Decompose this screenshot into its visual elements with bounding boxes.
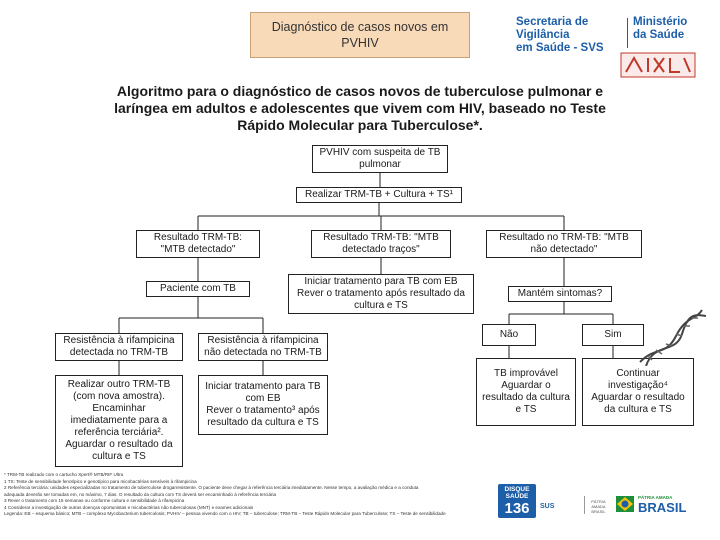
ministerio-logo-text: Ministério da Saúde	[633, 16, 713, 42]
document-title-line1: Diagnóstico de casos novos em	[271, 20, 449, 34]
svs-ministerio-logo: Secretaria de Vigilância em Saúde - SVS …	[516, 16, 706, 54]
dna-helix-icon	[639, 309, 706, 366]
disque-saude-number: 136	[504, 500, 530, 517]
node-perform-trm: Realizar TRM-TB + Cultura + TS¹	[296, 187, 462, 203]
node-rifampicin-resistance-not-detected: Resistência à rifampicina não detectada …	[198, 333, 328, 361]
node-start-treatment-eb-review: Iniciar tratamento para TB com EB Rever …	[198, 375, 328, 435]
node-tb-improbable: TB improvável Aguardar o resultado da cu…	[476, 358, 576, 426]
footnote: adequada deverão ser tomadas em, no máxi…	[4, 491, 277, 497]
patria-amada-seal: PÁTRIA AMADA BRASIL	[584, 496, 612, 514]
node-mtb-not-detected: Resultado no TRM-TB: "MTB não detectado"	[486, 230, 642, 258]
footnote: 1 TS: Teste de sensibilidade fenotípico …	[4, 478, 197, 484]
node-pvhiv-suspect: PVHIV com suspeita de TB pulmonar	[312, 145, 448, 173]
node-patient-with-tb: Paciente com TB	[146, 281, 250, 297]
node-another-trm-referral: Realizar outro TRM-TB (com nova amostra)…	[55, 375, 183, 467]
footnotes: * TRM-TB realizado com o cartucho Xpert®…	[4, 472, 498, 518]
disque-saude-logo: DISQUE SAÚDE 136	[498, 484, 536, 518]
gov-logo-line2: BRASIL	[638, 500, 687, 515]
governo-federal-logo: PÁTRIA AMADA BRASIL	[616, 494, 696, 516]
node-continue-investigation: Continuar investigação⁴ Aguardar o resul…	[582, 358, 694, 426]
disque-saude-label: DISQUE SAÚDE	[504, 486, 530, 500]
gov-logo-line1: PÁTRIA AMADA	[638, 495, 673, 500]
node-answer-no: Não	[482, 324, 536, 346]
patria-seal-line1: PÁTRIA AMADA	[591, 499, 606, 509]
ministerio-logo-line2: da Saúde	[633, 29, 685, 41]
node-mtb-trace: Resultado TRM-TB: "MTB detectado traços"	[311, 230, 451, 258]
node-keeps-symptoms: Mantém sintomas?	[508, 286, 612, 302]
brazil-flag-icon	[616, 496, 634, 512]
node-start-treatment-eb: Iniciar tratamento para TB com EB Rever …	[288, 274, 474, 314]
footnote: 4 Considerar a investigação de outras do…	[4, 504, 254, 510]
document-title-line2: PVHIV	[341, 36, 379, 50]
footnote: 3 Rever o tratamento com 15 semanas ou c…	[4, 498, 185, 503]
patria-seal-line2: BRASIL	[591, 509, 606, 514]
footnote-legend: Legenda: EB – esquema básico; MTB – comp…	[4, 511, 446, 516]
node-mtb-detected: Resultado TRM-TB: "MTB detectado"	[136, 230, 260, 258]
node-treat-eb2-line2: Rever o tratamento³ após resultado da cu…	[206, 405, 320, 428]
footnote: 2 Referência terciária: unidades especia…	[4, 485, 419, 490]
sus-logo: SUS	[540, 503, 555, 510]
node-answer-yes: Sim	[582, 324, 644, 346]
svs-logo-text: Secretaria de Vigilância em Saúde - SVS	[516, 16, 624, 55]
red-seal-icon	[620, 52, 696, 78]
node-rifampicin-resistance-detected: Resistência à rifampicina detectada no T…	[55, 333, 183, 361]
node-treat-eb2-line1: Iniciar tratamento para TB com EB	[205, 381, 321, 404]
algorithm-title: Algoritmo para o diagnóstico de casos no…	[114, 83, 606, 133]
ministerio-logo-line1: Ministério	[633, 16, 688, 28]
logo-divider	[627, 18, 628, 48]
svs-logo-line2: em Saúde - SVS	[516, 42, 604, 54]
document-title: Diagnóstico de casos novos em PVHIV	[250, 12, 470, 58]
svs-logo-line1: Secretaria de Vigilância	[516, 16, 589, 41]
footnote: * TRM-TB realizado com o cartucho Xpert®…	[4, 472, 124, 477]
